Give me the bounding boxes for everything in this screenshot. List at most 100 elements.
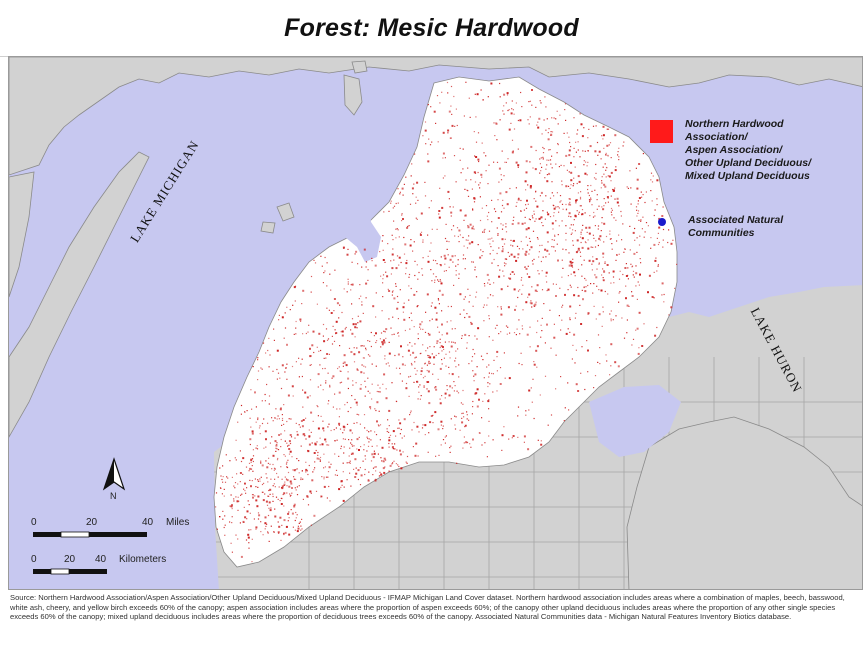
forest-pixel (343, 486, 345, 488)
forest-pixel (509, 187, 511, 190)
forest-pixel (607, 201, 609, 203)
map-view[interactable]: LAKE MICHIGAN LAKE HURON N 0 20 40 Miles… (8, 56, 863, 590)
forest-pixel (626, 332, 628, 334)
map-canvas[interactable] (9, 57, 863, 590)
forest-pixel (363, 449, 365, 451)
forest-pixel (288, 453, 291, 455)
forest-pixel (638, 219, 640, 221)
forest-pixel (636, 251, 638, 253)
forest-pixel (286, 466, 288, 468)
forest-pixel (273, 483, 275, 485)
forest-pixel (276, 459, 279, 461)
forest-pixel (392, 290, 394, 292)
forest-pixel (449, 357, 451, 359)
forest-pixel (408, 317, 410, 319)
forest-pixel (551, 117, 553, 119)
forest-pixel (477, 244, 479, 246)
forest-pixel (265, 525, 267, 527)
forest-pixel (497, 217, 500, 219)
forest-pixel (358, 436, 360, 438)
forest-pixel (424, 424, 427, 427)
forest-pixel (265, 446, 267, 448)
forest-pixel (264, 516, 267, 519)
forest-pixel (486, 352, 488, 355)
forest-pixel (266, 383, 268, 386)
forest-pixel (492, 391, 494, 393)
forest-pixel (481, 444, 483, 446)
forest-pixel (372, 467, 375, 469)
forest-pixel (521, 325, 523, 327)
forest-pixel (597, 228, 599, 230)
forest-pixel (286, 306, 288, 308)
forest-pixel (429, 144, 432, 146)
legend-swatch-red (650, 120, 673, 143)
forest-pixel (474, 93, 476, 95)
forest-pixel (323, 272, 325, 274)
forest-pixel (398, 419, 400, 421)
forest-pixel (354, 253, 356, 255)
forest-pixel (344, 328, 346, 330)
forest-pixel (436, 95, 439, 97)
forest-pixel (292, 469, 294, 471)
forest-pixel (496, 252, 498, 255)
forest-pixel (289, 309, 291, 311)
forest-pixel (578, 211, 580, 213)
forest-pixel (383, 471, 386, 474)
forest-pixel (529, 240, 531, 243)
forest-pixel (330, 289, 332, 291)
forest-pixel (362, 460, 364, 462)
forest-pixel (240, 460, 243, 463)
forest-pixel (569, 305, 572, 308)
scale-miles-tick-40: 40 (142, 517, 154, 528)
forest-pixel (223, 526, 225, 529)
forest-pixel (346, 253, 349, 256)
forest-pixel (373, 335, 375, 337)
forest-pixel (382, 249, 384, 251)
forest-pixel (463, 298, 465, 300)
forest-pixel (448, 110, 451, 113)
forest-pixel (351, 432, 353, 434)
forest-pixel (298, 376, 300, 378)
forest-pixel (450, 445, 452, 447)
forest-pixel (283, 505, 285, 507)
forest-pixel (326, 262, 328, 264)
forest-pixel (225, 454, 227, 456)
forest-pixel (364, 380, 366, 382)
forest-pixel (474, 269, 476, 271)
forest-pixel (599, 235, 602, 238)
forest-pixel (577, 247, 580, 250)
forest-pixel (256, 448, 259, 450)
forest-pixel (299, 318, 302, 321)
forest-pixel (449, 258, 452, 261)
forest-pixel (507, 326, 509, 328)
forest-pixel (356, 369, 358, 371)
forest-pixel (301, 528, 303, 530)
forest-pixel (570, 261, 573, 264)
forest-pixel (555, 118, 557, 120)
forest-pixel (291, 456, 293, 458)
forest-pixel (424, 195, 427, 197)
forest-pixel (603, 270, 606, 273)
forest-pixel (598, 289, 600, 291)
forest-pixel (674, 287, 676, 289)
forest-pixel (395, 435, 397, 437)
forest-pixel (327, 372, 329, 374)
forest-pixel (441, 91, 443, 93)
forest-pixel (531, 215, 533, 217)
forest-pixel (543, 303, 545, 305)
forest-pixel (670, 242, 673, 245)
forest-pixel (470, 179, 472, 181)
forest-pixel (593, 177, 596, 179)
forest-pixel (539, 158, 541, 160)
forest-pixel (580, 372, 582, 374)
forest-pixel (492, 295, 494, 297)
forest-pixel (438, 210, 441, 212)
forest-pixel (536, 205, 539, 208)
forest-pixel (327, 338, 330, 340)
forest-pixel (270, 525, 272, 527)
forest-pixel (268, 489, 270, 492)
forest-pixel (382, 235, 384, 237)
forest-pixel (525, 414, 527, 416)
forest-pixel (442, 152, 445, 155)
forest-pixel (540, 191, 543, 194)
